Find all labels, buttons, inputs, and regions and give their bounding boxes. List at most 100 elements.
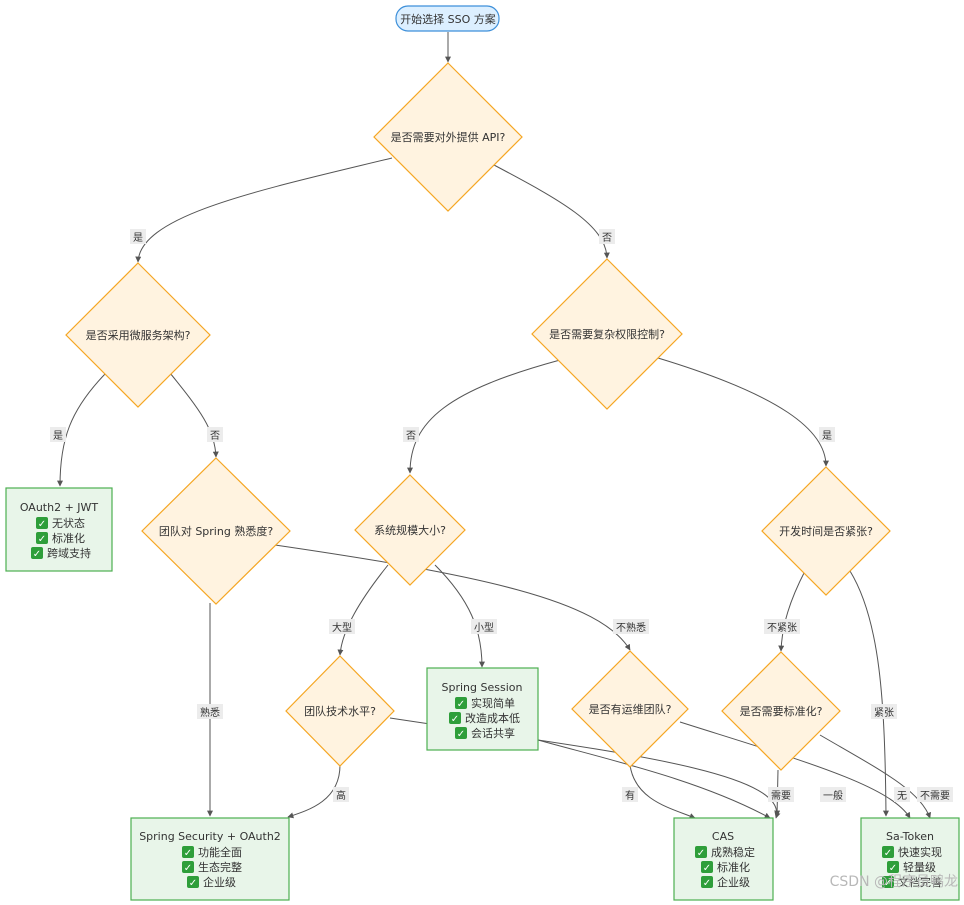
svg-text:否: 否 <box>210 430 220 442</box>
svg-text:生态完整: 生态完整 <box>198 860 242 874</box>
check-icon <box>187 876 199 888</box>
result-sa-token: Sa-Token ✓ 快速实现 ✓ 轻量级 ✓ 文档完善 <box>860 817 960 901</box>
svg-text:轻量级: 轻量级 <box>903 860 936 874</box>
check-icon <box>31 547 43 559</box>
edge-label-tech-normal: 一般 <box>820 787 846 802</box>
check-icon <box>887 861 899 873</box>
check-icon <box>695 846 707 858</box>
check-icon <box>182 861 194 873</box>
decision-dev-time-label: 开发时间是否紧张? <box>779 524 873 538</box>
svg-text:✓: ✓ <box>189 878 197 889</box>
check-icon <box>449 712 461 724</box>
svg-text:✓: ✓ <box>889 863 897 874</box>
result-oauth2-jwt-item: ✓ 标准化 <box>36 531 85 545</box>
edge-scale-small <box>434 564 485 668</box>
svg-text:✓: ✓ <box>451 714 459 725</box>
svg-text:企业级: 企业级 <box>717 875 750 889</box>
edge-label-time-not-tight: 不紧张 <box>764 619 800 634</box>
svg-text:无状态: 无状态 <box>52 516 85 530</box>
svg-text:否: 否 <box>406 430 416 442</box>
svg-text:✓: ✓ <box>697 848 705 859</box>
watermark: CSDN @程序员鸭龙 <box>829 874 958 890</box>
decision-api: 是否需要对外提供 API? <box>373 62 523 212</box>
result-spring-security-item: ✓ 功能全面 <box>182 845 242 859</box>
svg-text:高: 高 <box>336 789 346 802</box>
edge-complex-no <box>407 359 561 474</box>
result-oauth2-jwt-item: ✓ 跨域支持 <box>31 546 91 560</box>
edge-label-api-no: 否 <box>599 229 615 244</box>
edge-label-scale-large: 大型 <box>329 619 355 634</box>
svg-text:改造成本低: 改造成本低 <box>465 711 520 725</box>
svg-text:是: 是 <box>133 232 143 244</box>
result-spring-security-item: ✓ 企业级 <box>187 875 236 889</box>
result-cas-item: ✓ 成熟稳定 <box>695 845 755 859</box>
edge-label-std-need: 需要 <box>768 787 794 802</box>
svg-text:✓: ✓ <box>184 863 192 874</box>
edge-std-not-need <box>819 734 932 819</box>
svg-text:✓: ✓ <box>184 848 192 859</box>
svg-text:是: 是 <box>822 430 832 442</box>
svg-text:无: 无 <box>897 791 907 802</box>
edge-label-ops-yes: 有 <box>622 787 638 802</box>
svg-text:大型: 大型 <box>332 621 352 634</box>
edge-label-api-yes: 是 <box>130 229 146 244</box>
svg-text:紧张: 紧张 <box>874 707 894 719</box>
edge-label-spring-familiar: 熟悉 <box>197 704 223 719</box>
result-spring-session-item: ✓ 实现简单 <box>455 696 515 710</box>
result-cas: CAS ✓ 成熟稳定 ✓ 标准化 ✓ 企业级 <box>673 817 774 901</box>
result-cas-item: ✓ 企业级 <box>701 875 750 889</box>
check-icon <box>455 697 467 709</box>
edge-api-no <box>493 164 610 259</box>
decision-tech-level: 团队技术水平? <box>285 655 395 767</box>
result-cas-item: ✓ 标准化 <box>701 860 750 874</box>
decision-standardization: 是否需要标准化? <box>721 651 841 771</box>
decision-dev-time: 开发时间是否紧张? <box>761 466 891 596</box>
check-icon <box>182 846 194 858</box>
edge-label-std-not-need: 不需要 <box>917 787 953 802</box>
svg-text:不紧张: 不紧张 <box>767 622 797 634</box>
svg-text:✓: ✓ <box>884 848 892 859</box>
result-spring-security-oauth2: Spring Security + OAuth2 ✓ 功能全面 ✓ 生态完整 ✓… <box>130 817 290 901</box>
edge-time-tight <box>849 570 889 817</box>
svg-text:✓: ✓ <box>38 519 46 530</box>
result-spring-session-title: Spring Session <box>442 681 523 694</box>
decision-standardization-label: 是否需要标准化? <box>740 704 823 718</box>
svg-text:小型: 小型 <box>474 621 494 634</box>
check-icon <box>882 876 894 888</box>
result-sa-token-title: Sa-Token <box>886 830 934 843</box>
start-node-label: 开始选择 SSO 方案 <box>400 12 496 26</box>
svg-text:✓: ✓ <box>703 863 711 874</box>
edge-label-complex-no: 否 <box>403 427 419 442</box>
svg-text:✓: ✓ <box>457 699 465 710</box>
result-sa-token-item: ✓ 文档完善 <box>882 875 942 889</box>
svg-text:✓: ✓ <box>33 549 41 560</box>
edge-complex-yes <box>657 357 829 467</box>
svg-text:否: 否 <box>602 232 612 244</box>
edge-micro-yes <box>57 372 107 487</box>
start-node: 开始选择 SSO 方案 <box>395 5 500 32</box>
edge-ops-yes <box>629 764 696 819</box>
svg-text:不熟悉: 不熟悉 <box>616 621 646 634</box>
edge-ops-no <box>679 721 911 819</box>
svg-text:熟悉: 熟悉 <box>200 706 220 719</box>
svg-text:不需要: 不需要 <box>920 790 950 802</box>
result-spring-security-item: ✓ 生态完整 <box>182 860 242 874</box>
edge-label-tech-high: 高 <box>333 787 349 802</box>
svg-text:✓: ✓ <box>884 878 892 889</box>
decision-api-label: 是否需要对外提供 API? <box>391 130 506 144</box>
result-spring-security-title: Spring Security + OAuth2 <box>139 830 281 843</box>
result-cas-title: CAS <box>712 830 734 843</box>
svg-text:成熟稳定: 成熟稳定 <box>711 845 755 859</box>
result-spring-session-item: ✓ 会话共享 <box>455 726 515 740</box>
svg-text:实现简单: 实现简单 <box>471 696 515 710</box>
svg-text:企业级: 企业级 <box>203 875 236 889</box>
check-icon <box>455 727 467 739</box>
decision-spring-familiarity: 团队对 Spring 熟悉度? <box>141 457 291 605</box>
edge-micro-no <box>169 372 219 458</box>
svg-text:跨域支持: 跨域支持 <box>47 546 91 560</box>
edge-api-yes <box>135 157 393 263</box>
svg-text:一般: 一般 <box>823 789 843 802</box>
result-spring-session-item: ✓ 改造成本低 <box>449 711 520 725</box>
svg-text:标准化: 标准化 <box>52 531 85 545</box>
svg-text:功能全面: 功能全面 <box>198 845 242 859</box>
